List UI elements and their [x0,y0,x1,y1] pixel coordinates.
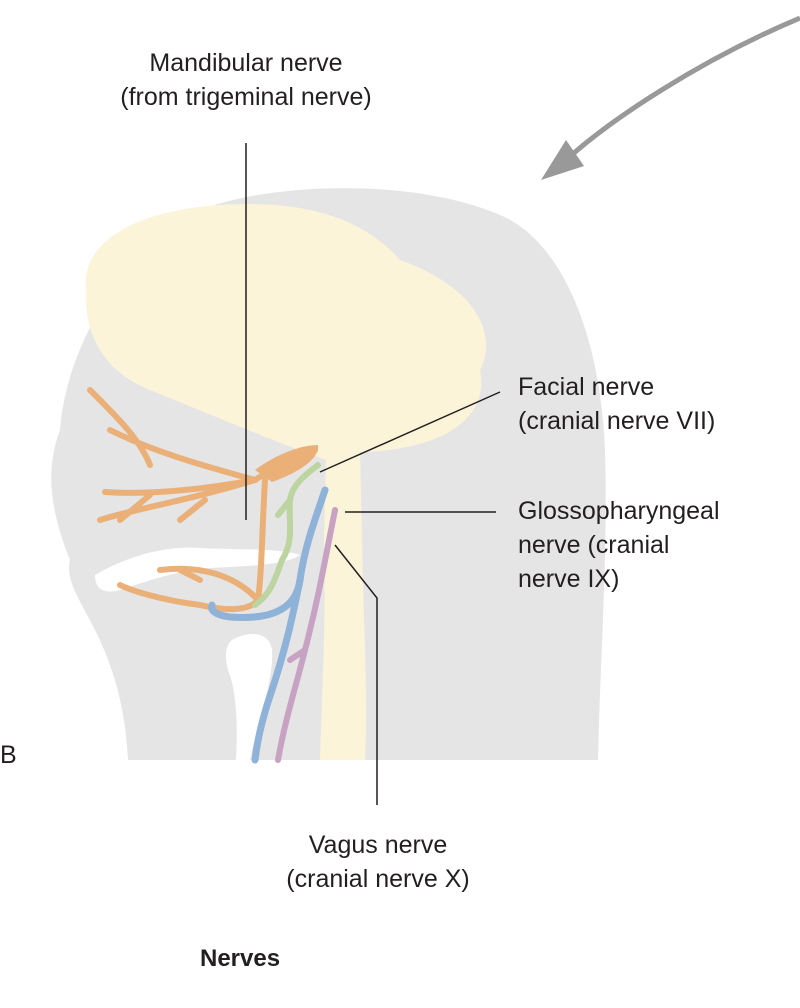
label-facial-nerve: Facial nerve (cranial nerve VII) [518,373,716,435]
larynx [225,634,273,760]
label-mandibular-nerve: Mandibular nerve (from trigeminal nerve) [120,49,372,111]
facial-nerve [252,462,321,608]
facial-leader [319,391,501,473]
pointer-arrow-shaft [564,15,800,162]
trigeminal-ganglion [255,445,319,482]
brain [85,204,487,760]
figure-caption: Nerves [200,945,281,972]
leader-lines [245,143,501,805]
vagus-nerve [275,507,338,763]
label-vagus-nerve: Vagus nerve (cranial nerve X) [286,831,470,893]
trigeminal-nerve [87,387,318,613]
label-glossopharyngeal-nerve: Glossopharyngeal nerve (cranial nerve IX… [518,497,720,593]
oral-cavity [95,547,300,592]
pointer-arrow [541,15,800,180]
figure-letter: B [0,741,17,769]
glossopharyngeal-nerve [208,486,329,764]
vagus-leader [334,544,378,805]
pointer-arrow-head [541,140,584,180]
